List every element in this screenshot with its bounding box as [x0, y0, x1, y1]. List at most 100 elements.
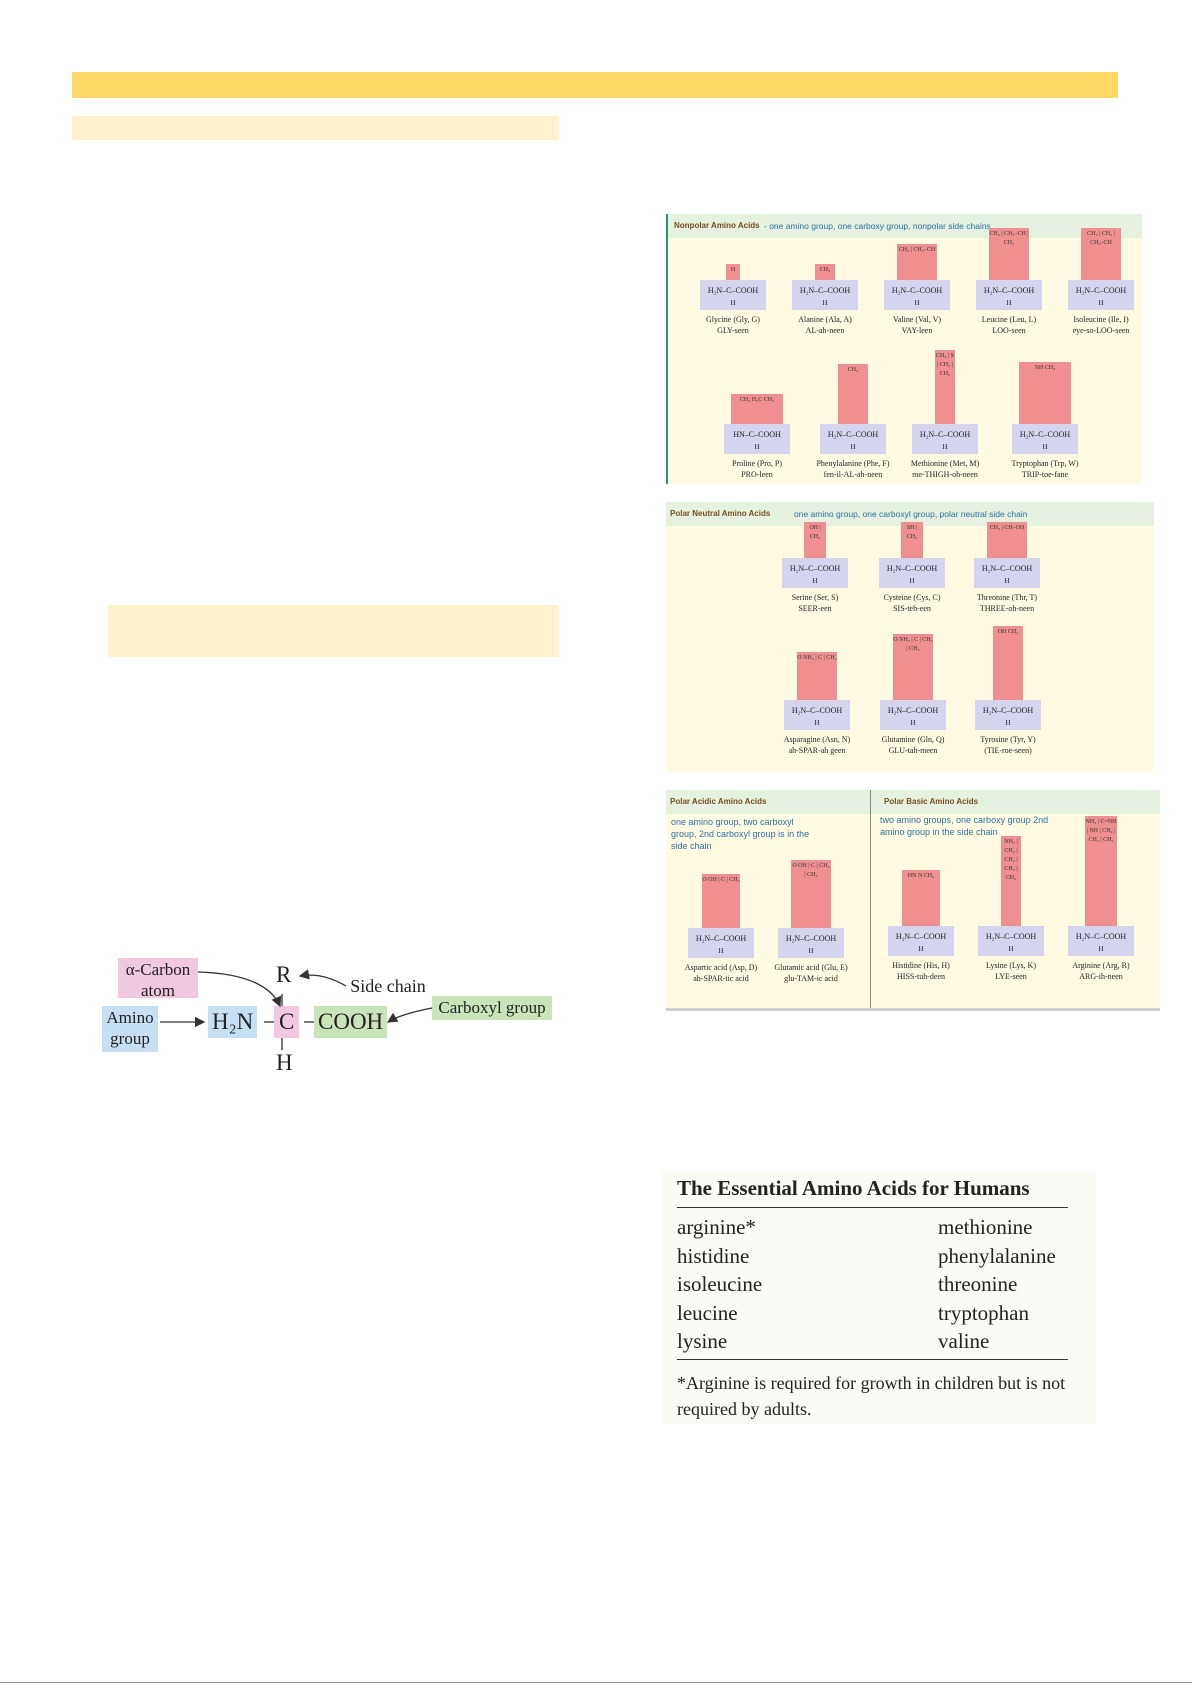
side-chain-formula: SH | CH₂	[906, 525, 918, 540]
amino-acid-pronunciation: LOO-seen	[992, 326, 1026, 335]
backbone-hydrogen: H	[1005, 719, 1011, 727]
essential-item: phenylalanine	[938, 1243, 1056, 1268]
essential-item: tryptophan	[938, 1300, 1029, 1325]
polar-acidic-desc: one amino group, two carboxyl group, 2nd…	[671, 817, 810, 851]
carboxyl-formula: COOH	[314, 1006, 388, 1038]
alpha-carbon-label: α-Carbon atom	[118, 958, 198, 1000]
amino-acid-pronunciation: (TIE-roe-seen)	[984, 746, 1032, 755]
amino-acid-structure-diagram: α-Carbon atom Amino group Carboxyl group…	[96, 950, 566, 1080]
backbone-hydrogen: H	[814, 719, 820, 727]
backbone-hydrogen: H	[808, 947, 814, 955]
essential-footnote: *Arginine is required for growth in chil…	[677, 1373, 1066, 1419]
side-chain-highlight: SH | CH₂	[901, 522, 923, 558]
amino-acid-pronunciation: fen-il-AL-ah-neen	[823, 470, 883, 479]
polar-neutral-title: Polar Neutral Amino Acids	[670, 509, 771, 518]
backbone-hydrogen: H	[942, 443, 948, 451]
essential-item: threonine	[938, 1272, 1018, 1296]
amino-acid-pronunciation: GLY-seen	[717, 326, 749, 335]
backbone: H₂N–C–COOH H	[884, 280, 950, 310]
side-chain-formula: O OH | C | CH₂ | CH₂	[792, 863, 830, 878]
amino-acid-pronunciation: GLU-tah-meen	[888, 746, 938, 755]
backbone-formula: H₂N–C–COOH	[895, 932, 947, 941]
side-chain-label: Side chain	[350, 976, 426, 996]
amino-acid-name: Lysine (Lys, K)LYE-seen	[948, 960, 1074, 982]
carboxyl-group-label: Carboxyl group	[432, 996, 552, 1020]
backbone: HN–C–COOH H	[724, 424, 790, 454]
amino-acid-name: Phenylalanine (Phe, F) fen-il-AL-ah-neen	[790, 458, 916, 480]
amino-acid-name: Glutamic acid (Glu, E)glu-TAM-ic acid	[748, 962, 874, 984]
amino-acid-name: Threonine (Thr, T)THREE-oh-neen	[944, 592, 1070, 614]
amino-group-label: Amino group	[102, 1006, 158, 1052]
side-chain-highlight: CH₂	[838, 364, 868, 424]
amino-acid-pronunciation: VAY-leen	[901, 326, 933, 335]
amino-acid-title: Serine (Ser, S)	[791, 593, 839, 602]
amino-acid-name: Serine (Ser, S)SEER-een	[752, 592, 878, 614]
backbone: H₂N–C–COOH H	[912, 424, 978, 454]
amino-acid-pronunciation: TRIP-toe-fane	[1021, 470, 1069, 479]
amino-acid-title: Isoleucine (Ile, I)	[1073, 315, 1129, 324]
polar-acidic-title: Polar Acidic Amino Acids	[670, 797, 767, 806]
amino-acid-name: Isoleucine (Ile, I) eye-so-LOO-seen	[1038, 314, 1164, 336]
amino-acid-title: Tryptophan (Trp, W)	[1011, 459, 1079, 468]
side-chain-highlight: H	[726, 264, 740, 280]
side-chain-formula: CH₂ H₂C CH₂	[739, 397, 775, 403]
backbone-hydrogen: H	[812, 577, 818, 585]
amino-acid-name: Tryptophan (Trp, W) TRIP-toe-fane	[982, 458, 1108, 480]
backbone-formula: H₂N–C–COOH	[827, 430, 879, 439]
side-chain-highlight: O OH | C | CH₂ | CH₂	[791, 860, 831, 928]
side-chain-formula: NH CH₂	[1034, 365, 1056, 371]
amino-acid-title: Asparagine (Asn, N)	[783, 735, 851, 744]
backbone-formula: H₂N–C–COOH	[891, 286, 943, 295]
amino-acid-pronunciation: eye-so-LOO-seen	[1072, 326, 1130, 335]
essential-item: lysine	[677, 1329, 728, 1353]
amino-acid-title: Phenylalanine (Phe, F)	[816, 459, 890, 468]
backbone-hydrogen: H	[1006, 299, 1012, 307]
backbone-formula: H₂N–C–COOH	[919, 430, 971, 439]
amino-acid-pronunciation: SIS-teh-een	[893, 604, 931, 613]
backbone-hydrogen: H	[914, 299, 920, 307]
backbone-hydrogen: H	[1008, 945, 1014, 953]
backbone-hydrogen: H	[910, 719, 916, 727]
amino-acid-title: Valine (Val, V)	[892, 315, 942, 324]
essential-right-column: methionine phenylalanine threonine trypt…	[938, 1213, 1056, 1356]
amino-acid-name: Alanine (Ala, A)AL-ah-neen	[762, 314, 888, 336]
amino-acid-title: Tyrosine (Tyr, Y)	[980, 735, 1036, 744]
amino-acid-name: Glycine (Gly, G)GLY-seen	[670, 314, 796, 336]
backbone-formula: HN–C–COOH	[733, 430, 781, 439]
amino-acid-title: Glutamine (Gln, Q)	[881, 735, 945, 744]
amino-acid-pronunciation: PRO-leen	[741, 470, 773, 479]
backbone-hydrogen: H	[850, 443, 856, 451]
side-chain-formula: O NH₂ | C | CH₂ | CH₂	[893, 637, 933, 652]
side-chain-formula: CH₃ | CH–OH	[989, 525, 1025, 531]
amino-acid-pronunciation: AL-ah-neen	[805, 326, 845, 335]
backbone-hydrogen: H	[754, 443, 760, 451]
polar-neutral-desc: one amino group, one carboxyl group, pol…	[794, 509, 1028, 519]
nonpolar-header: Nonpolar Amino Acids - one amino group, …	[668, 214, 1142, 238]
amino-acid-title: Threonine (Thr, T)	[976, 593, 1038, 602]
side-chain-highlight: CH₃ | CH₃–CH | CH₂	[989, 228, 1029, 280]
side-chain-arrow	[298, 969, 347, 987]
amino-acid-pronunciation: ARG-ih-neen	[1079, 972, 1123, 981]
amino-acid-title: Leucine (Leu, L)	[981, 315, 1037, 324]
polar-basic-title: Polar Basic Amino Acids	[884, 797, 979, 806]
amino-acid-title: Aspartic acid (Asp, D)	[684, 963, 758, 972]
